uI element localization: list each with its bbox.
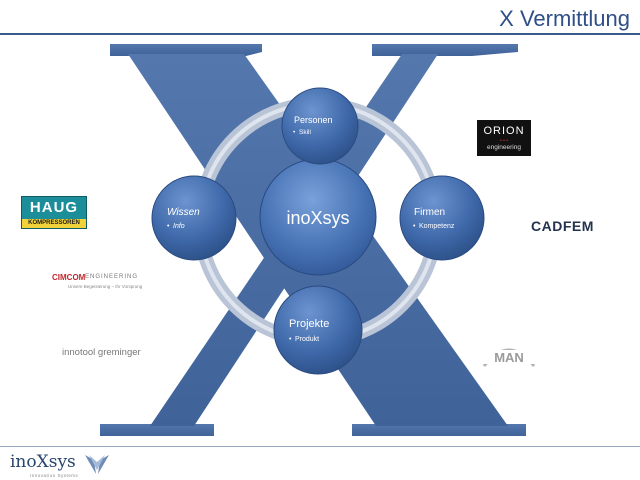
logo-orion: ORION • • • engineering bbox=[477, 120, 531, 156]
logo-cadfem: CADFEM bbox=[531, 218, 594, 234]
logo-orion-dots: • • • bbox=[499, 138, 509, 144]
man-logo-icon: MAN bbox=[482, 348, 536, 367]
node-firmen-bullet: Kompetenz bbox=[419, 223, 455, 230]
node-firmen-bullet-dot: • bbox=[413, 223, 416, 230]
brand-tagline: Innovation Systems bbox=[30, 473, 79, 478]
brand-logo: inoXsys Innovation Systems bbox=[10, 452, 110, 478]
logo-orion-sub: engineering bbox=[487, 144, 521, 151]
logo-man: MAN bbox=[480, 332, 538, 372]
logo-cimcom-suffix: ENGINEERING bbox=[85, 274, 139, 280]
logo-haug-name: HAUG bbox=[29, 199, 79, 216]
node-projekte-bullet-dot: • bbox=[289, 336, 292, 343]
logo-cimcom-name: CIMCOM bbox=[52, 273, 86, 282]
node-wissen[interactable]: Wissen • Info bbox=[151, 175, 237, 261]
logo-orion-name: ORION bbox=[483, 125, 525, 137]
page-title: X Vermittlung bbox=[499, 6, 630, 31]
node-personen-label: Personen bbox=[294, 115, 333, 125]
node-projekte-bullet: Produkt bbox=[295, 336, 319, 343]
node-personen-bullet: Skill bbox=[299, 129, 311, 136]
logo-cimcom: CIMCOM ENGINEERING Unsere Begeisterung –… bbox=[52, 273, 142, 293]
node-firmen[interactable]: Firmen • Kompetenz bbox=[399, 175, 485, 261]
node-projekte[interactable]: Projekte • Produkt bbox=[273, 285, 363, 375]
node-personen-bullet-dot: • bbox=[293, 129, 296, 136]
brand-emblem-icon bbox=[85, 455, 109, 474]
logo-cimcom-tagline: Unsere Begeisterung – Ihr Vorsprung bbox=[68, 284, 143, 289]
node-wissen-bullet: Info bbox=[173, 223, 185, 230]
logo-innotool-name: innotool greminger bbox=[62, 347, 141, 358]
footer-divider bbox=[0, 446, 640, 447]
node-projekte-label: Projekte bbox=[289, 318, 329, 330]
center-label: inoXsys bbox=[286, 208, 349, 228]
logo-haug-sub: KOMPRESSOREN bbox=[22, 219, 86, 228]
brand-name: inoXsys bbox=[10, 452, 76, 472]
node-wissen-bullet-dot: • bbox=[167, 223, 170, 230]
title-divider bbox=[0, 33, 640, 35]
node-firmen-label: Firmen bbox=[414, 207, 445, 218]
logo-haug: HAUG KOMPRESSOREN bbox=[21, 196, 87, 229]
logo-innotool: innotool greminger bbox=[58, 342, 164, 364]
logo-man-name: MAN bbox=[494, 350, 524, 365]
center-node[interactable]: inoXsys bbox=[259, 158, 377, 276]
node-personen[interactable]: Personen • Skill bbox=[281, 87, 359, 165]
node-wissen-label: Wissen bbox=[167, 207, 200, 218]
